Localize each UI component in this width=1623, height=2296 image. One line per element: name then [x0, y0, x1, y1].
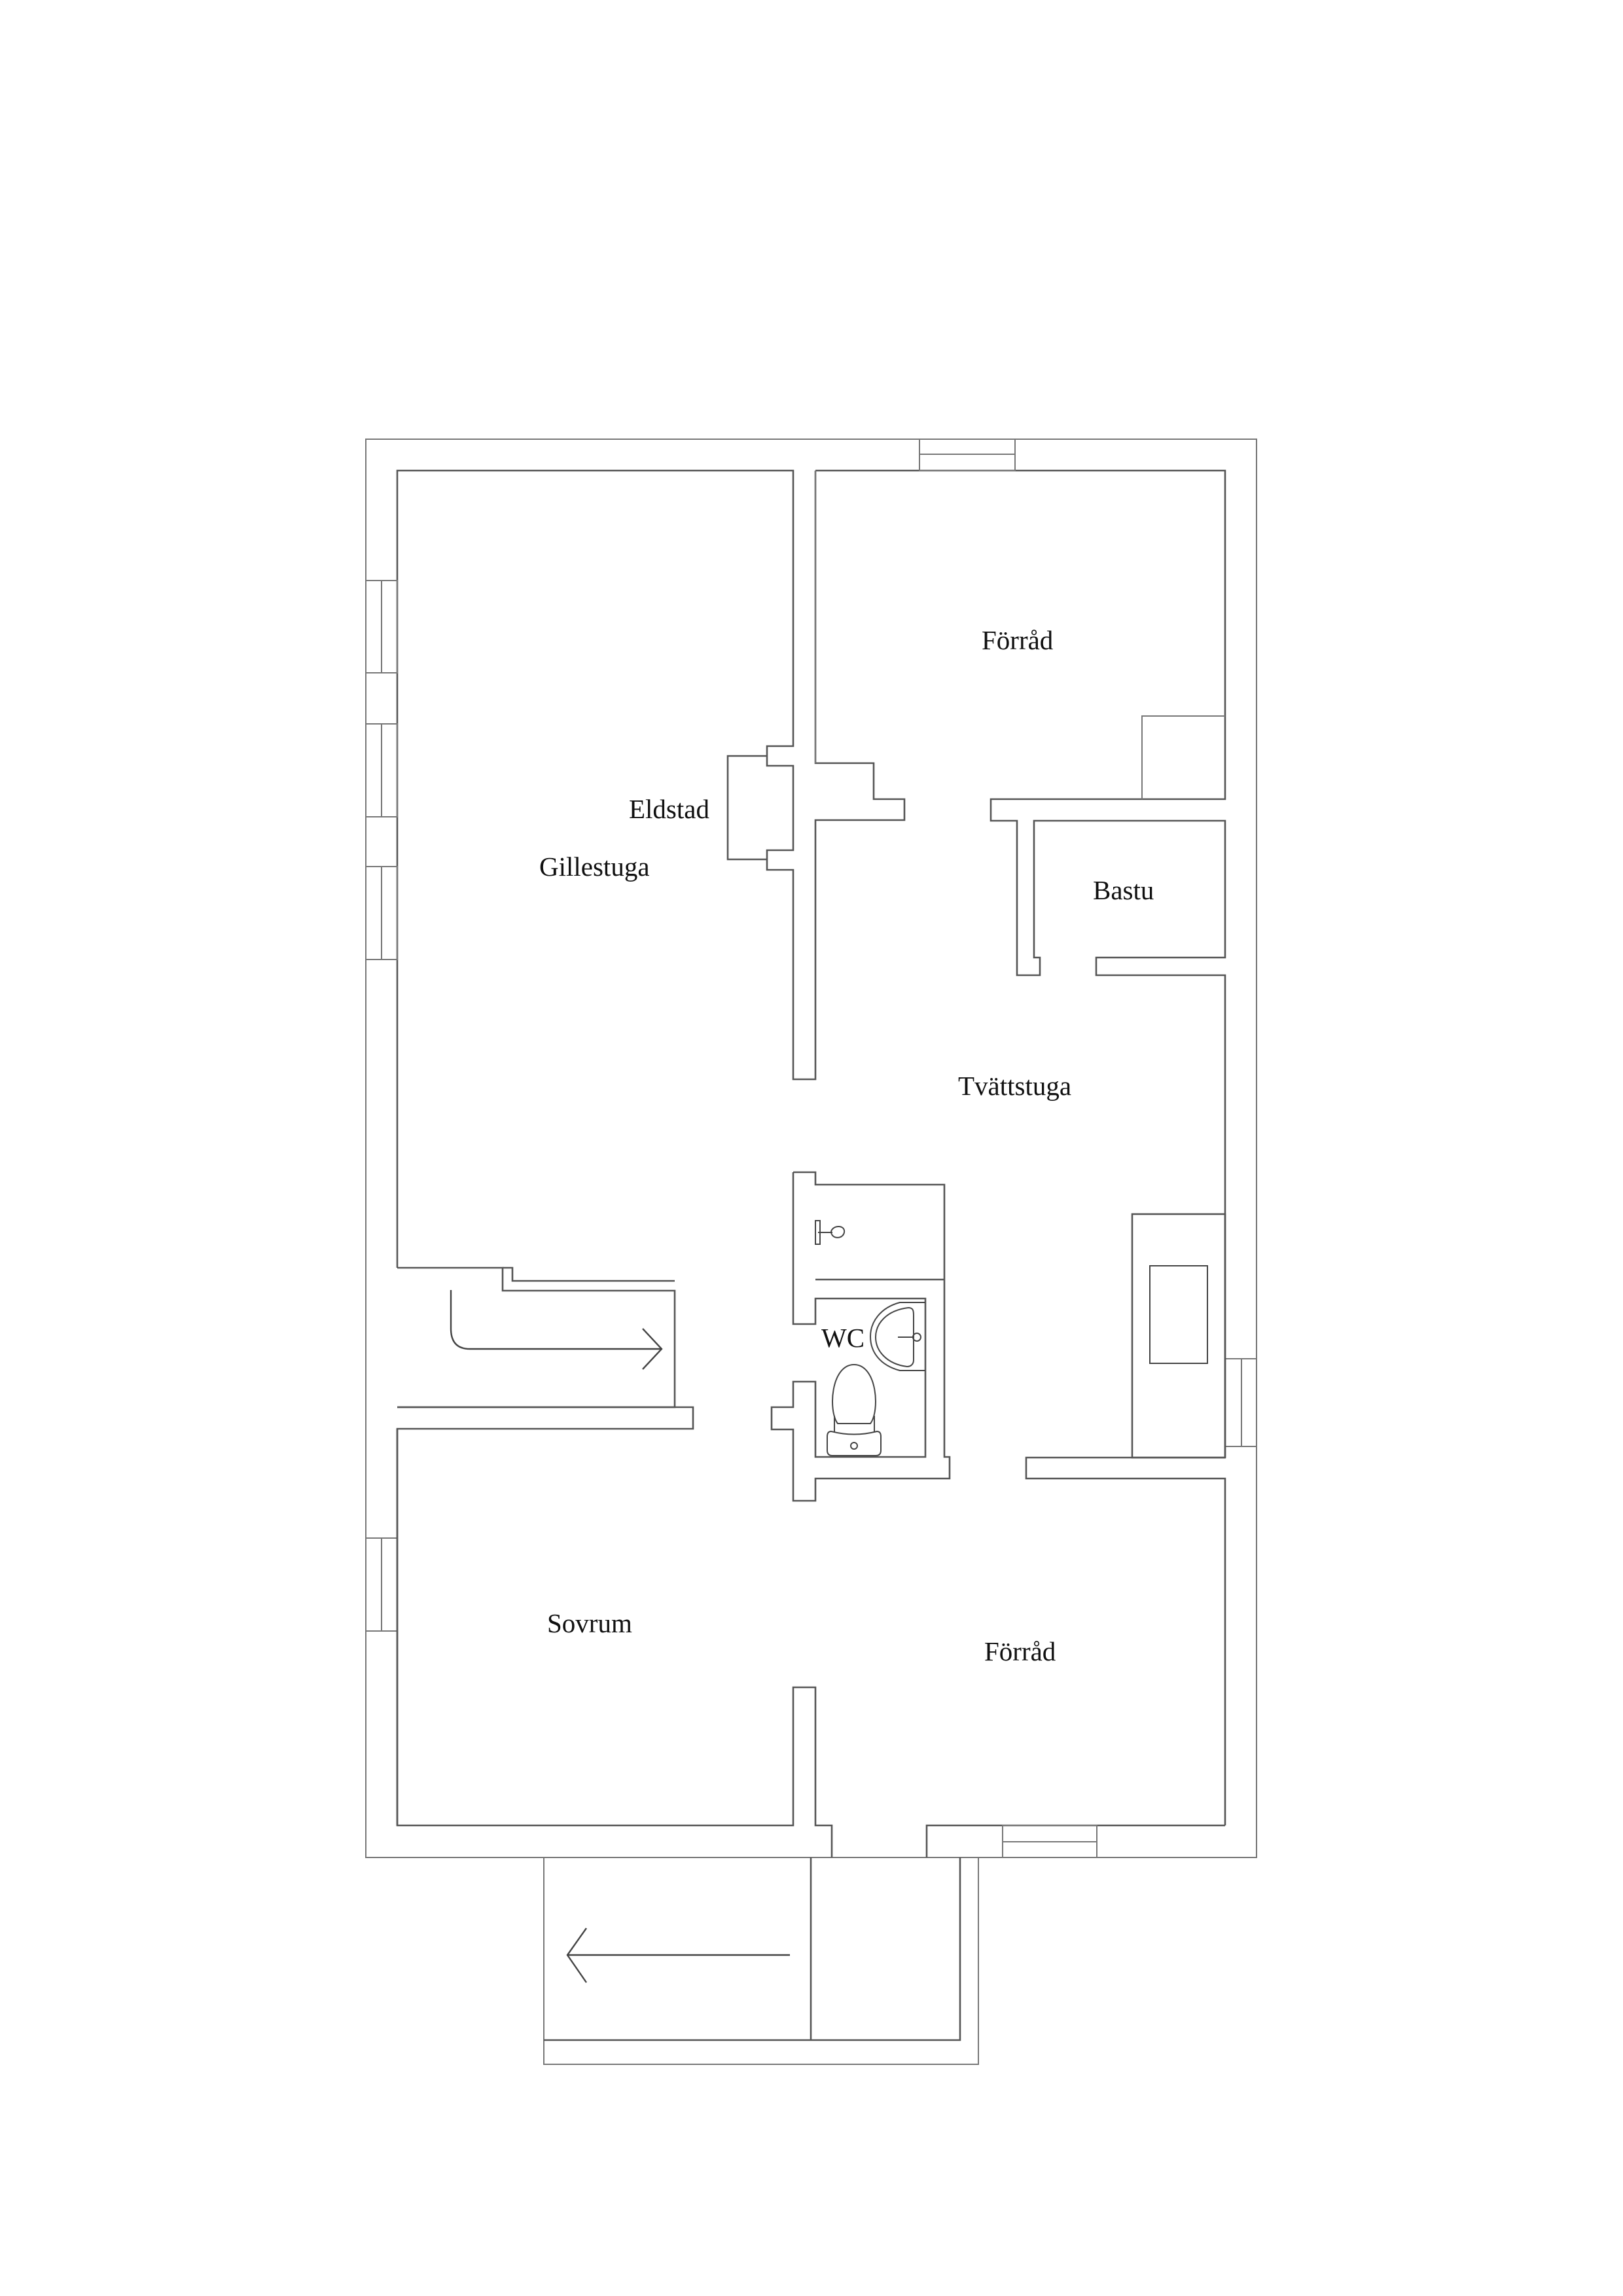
label-gillestuga: Gillestuga [539, 852, 650, 882]
forrad-top-walls [815, 469, 1226, 1214]
toilet-icon [827, 1363, 882, 1456]
label-wc: WC [821, 1323, 865, 1353]
fireplace-outline [726, 755, 767, 861]
washbasin-icon [869, 1302, 925, 1371]
windows-left [365, 580, 398, 1632]
laundry-counter [1131, 1213, 1226, 1459]
bottom-rooms-walls [396, 1429, 1225, 1857]
window-top [919, 439, 1016, 471]
label-forrad-bottom: Förråd [984, 1636, 1056, 1666]
outer-walls [365, 439, 1257, 1858]
label-forrad-top: Förråd [982, 625, 1053, 655]
label-tvattstuga: Tvättstuga [958, 1071, 1071, 1101]
label-sovrum: Sovrum [547, 1608, 632, 1638]
storage-shelf [1141, 715, 1225, 799]
window-right [1224, 1358, 1257, 1447]
window-bottom [1002, 1825, 1097, 1858]
shower-icon [815, 1220, 846, 1245]
room-labels: Förråd Eldstad Gillestuga Bastu Tvättstu… [539, 625, 1154, 1666]
label-eldstad: Eldstad [629, 794, 709, 824]
gillestuga-walls [396, 469, 906, 1268]
wc-walls [770, 1171, 951, 1502]
label-bastu: Bastu [1093, 875, 1154, 905]
mid-wall-right [1025, 1214, 1226, 1825]
entrance-porch [543, 1857, 979, 2065]
stairs [396, 1266, 694, 1825]
stairs-arrow-icon [450, 1290, 663, 1370]
entrance-arrow-icon [566, 1928, 790, 1983]
